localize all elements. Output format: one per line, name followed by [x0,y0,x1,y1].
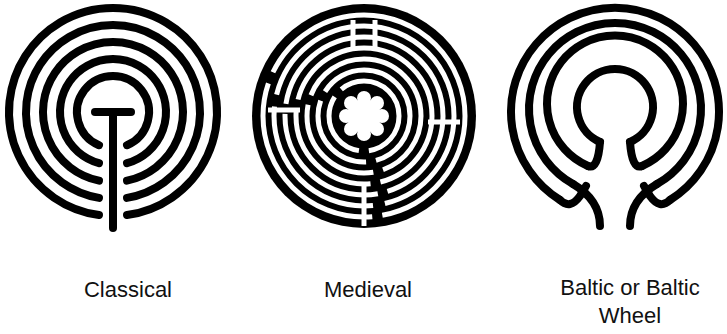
caption-label: Medieval [278,276,458,304]
classical-labyrinth [9,8,217,228]
medieval-labyrinth [252,4,476,228]
caption-label: Baltic or Baltic Wheel [560,274,700,330]
baltic-labyrinth [511,8,719,226]
caption-label: Classical [38,276,218,304]
